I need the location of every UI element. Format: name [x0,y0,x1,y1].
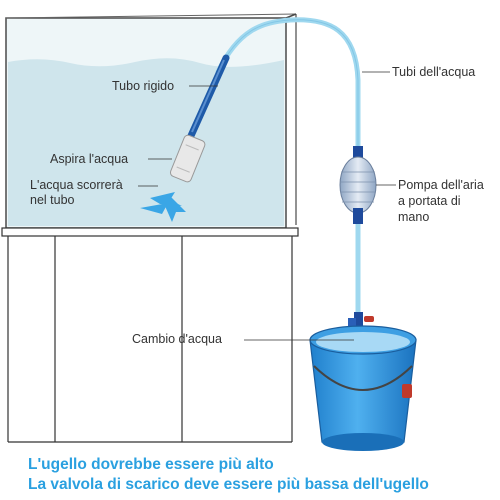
nozzle [169,134,206,183]
label-cambio: Cambio d'acqua [132,332,222,346]
label-scorrera-2: nel tubo [30,193,75,207]
water-stream [140,192,186,222]
drain-valve [348,312,374,338]
label-tubo-rigido: Tubo rigido [112,79,175,93]
label-pompa-2: a portata di [398,194,461,208]
tank-water [8,58,284,227]
label-tubi: Tubi dell'acqua [392,65,476,79]
bucket-handle [313,365,413,391]
leader-lines [138,71,396,341]
label-aspira: Aspira l'acqua [50,152,129,166]
aquarium-tank [5,13,297,229]
note-valve-lower: La valvola di scarico deve essere più ba… [28,476,429,493]
label-pompa-1: Pompa dell'aria [398,178,484,192]
water-bucket [309,325,417,451]
note-nozzle-higher: L'ugello dovrebbe essere più alto [28,456,274,473]
label-pompa-3: mano [398,210,430,224]
rigid-tube [169,54,230,183]
cabinet [1,227,299,443]
hand-pump-bulb [339,146,377,224]
label-scorrera-1: L'acqua scorrerà [30,178,123,192]
